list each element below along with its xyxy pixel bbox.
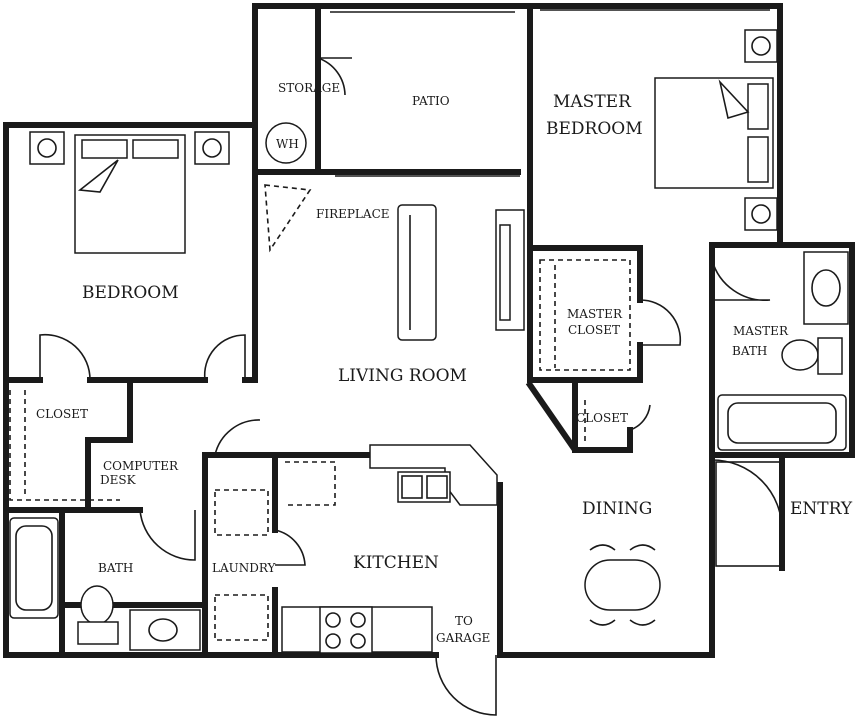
wh-label: WH	[276, 137, 299, 151]
laundry-label: LAUNDRY	[212, 561, 277, 575]
door-swings	[39, 57, 783, 716]
living-room-label: LIVING ROOM	[338, 366, 467, 386]
to-garage-label-1: TO	[455, 614, 473, 628]
nightstand-icon	[29, 131, 65, 165]
fireplace-label: FIREPLACE	[316, 207, 390, 221]
dining-table-icon	[584, 559, 661, 611]
closet-outlines	[9, 184, 631, 641]
fixtures	[9, 29, 849, 654]
sink-icon	[129, 609, 201, 651]
sink-icon	[803, 251, 849, 325]
master-closet-label-1: MASTER	[567, 307, 623, 321]
computer-desk-label-1: COMPUTER	[103, 459, 179, 473]
master-bedroom-label-2: BEDROOM	[546, 119, 643, 139]
closet-label: CLOSET	[36, 407, 88, 421]
nightstand-icon	[194, 131, 230, 165]
master-bath-label-2: BATH	[732, 344, 767, 358]
master-bath-label-1: MASTER	[733, 324, 789, 338]
computer-desk-label-2: DESK	[100, 473, 137, 487]
small-closet-label: CLOSET	[576, 411, 628, 425]
patio-label: PATIO	[412, 94, 450, 108]
toilet-icon	[781, 339, 819, 371]
bathtub-icon	[9, 517, 59, 619]
sofa-icon	[397, 204, 437, 341]
dining-label: DINING	[582, 499, 652, 519]
bath-label: BATH	[98, 561, 133, 575]
bathtub-icon	[717, 394, 847, 451]
to-garage-label-2: GARAGE	[436, 631, 490, 645]
master-closet-label-2: CLOSET	[568, 323, 620, 337]
entry-tile	[715, 461, 781, 567]
kitchen-label: KITCHEN	[353, 553, 439, 573]
kitchen-sink-icon	[397, 471, 451, 503]
nightstand-icon	[744, 29, 778, 63]
room-labels: STORAGE PATIO WH MASTER BEDROOM BEDROOM …	[36, 81, 853, 645]
nightstand-icon	[744, 197, 778, 231]
entry-label: ENTRY	[790, 499, 853, 519]
bedroom-label: BEDROOM	[82, 283, 179, 303]
patio-door	[330, 7, 770, 177]
master-bedroom-label-1: MASTER	[553, 92, 632, 112]
water-heater-icon	[265, 122, 307, 164]
toilet-icon	[80, 585, 114, 625]
storage-label: STORAGE	[278, 81, 340, 95]
